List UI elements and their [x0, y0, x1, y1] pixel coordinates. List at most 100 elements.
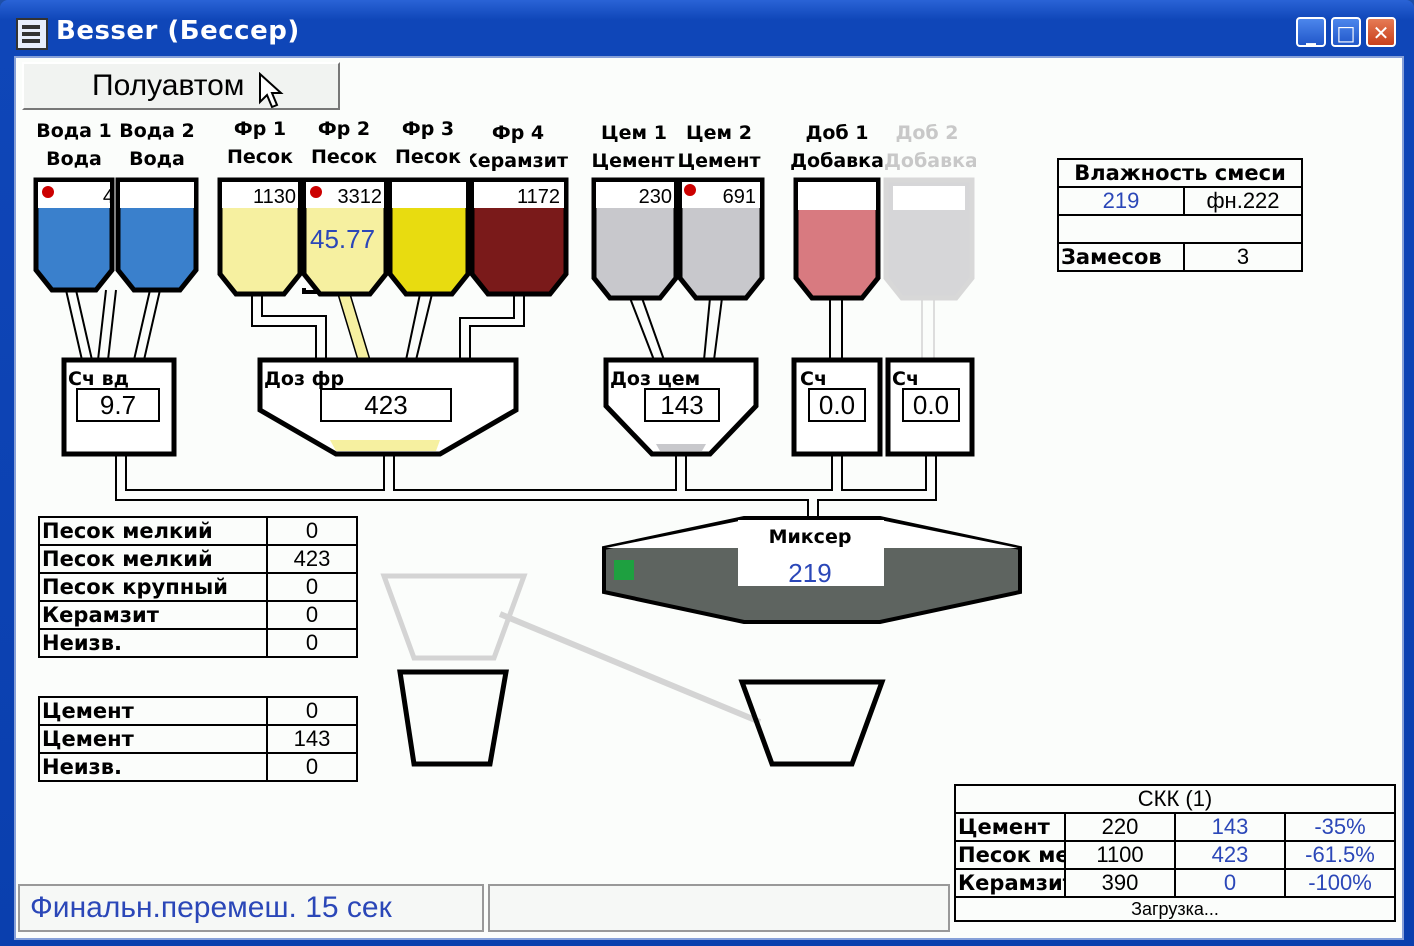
hopper-label-add1: Доб 1	[805, 122, 869, 144]
sand-row-name: Неизв.	[38, 628, 268, 658]
hopper-label-add2: Доб 2	[895, 122, 959, 144]
batches-value: 3	[1183, 242, 1303, 272]
hopper-value-water1: 4	[102, 186, 114, 208]
doser-cement-display: 143	[644, 388, 720, 422]
mixer-label: Миксер	[768, 526, 852, 548]
sand-row-name: Керамзит	[38, 600, 268, 630]
hopper-material-fr2: Песок	[311, 146, 377, 168]
doser-add2-label: Сч	[892, 368, 919, 390]
doser-add1-display: 0.0	[808, 388, 866, 422]
sand-row-name: Песок мелкий	[38, 516, 268, 546]
ckk-row-set: 220	[1064, 812, 1176, 842]
cement-row-value: 0	[266, 696, 358, 726]
app-icon[interactable]	[16, 18, 48, 50]
window-title: Besser (Бессер)	[56, 16, 300, 46]
title-bar[interactable]: Besser (Бессер) _ □ ✕	[0, 0, 1414, 58]
minimize-button[interactable]: _	[1296, 17, 1326, 47]
doser-cement-label: Доз цем	[610, 368, 701, 390]
ckk-row-actual: 423	[1174, 840, 1286, 870]
cement-row-name: Цемент	[38, 696, 268, 726]
cement-row-name: Неизв.	[38, 752, 268, 782]
hopper-label-cem1: Цем 1	[601, 122, 667, 144]
doser-add2-display: 0.0	[902, 388, 960, 422]
hopper-flow-fr2: 45.77	[310, 224, 376, 254]
mouse-cursor-icon	[259, 72, 284, 109]
cement-row-value: 0	[266, 752, 358, 782]
maximize-button[interactable]: □	[1331, 17, 1361, 47]
ckk-table: СКК (1) Цемент 220 143 -35% Песок мелкий…	[954, 784, 1396, 922]
moisture-recipe: фн.222	[1183, 186, 1303, 216]
ckk-title: СКК (1)	[954, 784, 1396, 814]
cement-row-name: Цемент	[38, 724, 268, 754]
hopper-value-fr1: 1130	[252, 186, 296, 208]
status-panel	[488, 884, 950, 932]
ckk-row-set: 390	[1064, 868, 1176, 898]
sand-row-name: Песок крупный	[38, 572, 268, 602]
hopper-label-fr2: Фр 2	[317, 118, 371, 140]
moisture-value: 219	[1057, 186, 1185, 216]
ckk-row-pct: -35%	[1284, 812, 1396, 842]
mixer-value: 219	[788, 558, 832, 588]
batches-label: Замесов	[1057, 242, 1185, 272]
table-row: Керамзит 390 0 -100%	[954, 868, 1396, 898]
hopper-label-cem2: Цем 2	[686, 122, 752, 144]
hopper-material-cem2: Цемент	[677, 150, 761, 172]
hopper-material-fr3: Песок	[395, 146, 461, 168]
table-row: Неизв.0	[38, 628, 358, 658]
hopper-material-water1: Вода	[46, 148, 102, 170]
hopper-label-fr4: Фр 4	[491, 122, 545, 144]
hopper-label-fr3: Фр 3	[401, 118, 455, 140]
ckk-row-actual: 143	[1174, 812, 1286, 842]
doser-fraction-display: 423	[320, 388, 452, 422]
sand-row-value: 423	[266, 544, 358, 574]
table-row: Неизв.0	[38, 752, 358, 782]
doser-fraction-label: Доз фр	[264, 368, 345, 390]
ckk-row-name: Керамзит	[954, 868, 1066, 898]
sand-row-value: 0	[266, 572, 358, 602]
ckk-row-pct: -100%	[1284, 868, 1396, 898]
sand-row-value: 0	[266, 600, 358, 630]
sand-row-value: 0	[266, 516, 358, 546]
hopper-material-add2: Добавка	[884, 150, 976, 172]
moisture-empty-row	[1057, 214, 1303, 244]
sand-row-value: 0	[266, 628, 358, 658]
mode-button[interactable]: Полуавтом	[22, 62, 340, 110]
doser-water-label: Сч вд	[68, 368, 129, 390]
hopper-value-fr4: 1172	[516, 186, 560, 208]
doser-water-display: 9.7	[76, 388, 160, 422]
sand-row-name: Песок мелкий	[38, 544, 268, 574]
hopper-label-water1: Вода 1	[36, 120, 112, 142]
close-button[interactable]: ✕	[1366, 17, 1396, 47]
hopper-material-add1: Добавка	[790, 150, 884, 172]
cement-row-value: 143	[266, 724, 358, 754]
hopper-label-fr1: Фр 1	[233, 118, 287, 140]
hopper-value-cem1: 230	[638, 186, 672, 208]
hopper-label-water2: Вода 2	[119, 120, 195, 142]
table-row: Цемент 220 143 -35%	[954, 812, 1396, 842]
ckk-row-name: Цемент	[954, 812, 1066, 842]
moisture-panel: Влажность смеси 219 фн.222 Замесов 3	[1057, 158, 1303, 272]
ckk-row-actual: 0	[1174, 868, 1286, 898]
ckk-row-set: 1100	[1064, 840, 1176, 870]
hopper-material-fr1: Песок	[227, 146, 293, 168]
ckk-row-name: Песок мелкий	[954, 840, 1066, 870]
hopper-material-fr4: Керамзит	[470, 150, 568, 172]
hopper-value-fr2: 3312	[337, 186, 383, 208]
moisture-title: Влажность смеси	[1057, 158, 1303, 188]
table-row: Песок мелкий 1100 423 -61.5%	[954, 840, 1396, 870]
hopper-material-water2: Вода	[129, 148, 185, 170]
doser-add1-label: Сч	[800, 368, 827, 390]
hopper-value-cem2: 691	[722, 186, 756, 208]
status-text: Финальн.перемеш. 15 сек	[18, 884, 484, 932]
ckk-footer: Загрузка...	[954, 896, 1396, 922]
hopper-material-cem1: Цемент	[591, 150, 675, 172]
